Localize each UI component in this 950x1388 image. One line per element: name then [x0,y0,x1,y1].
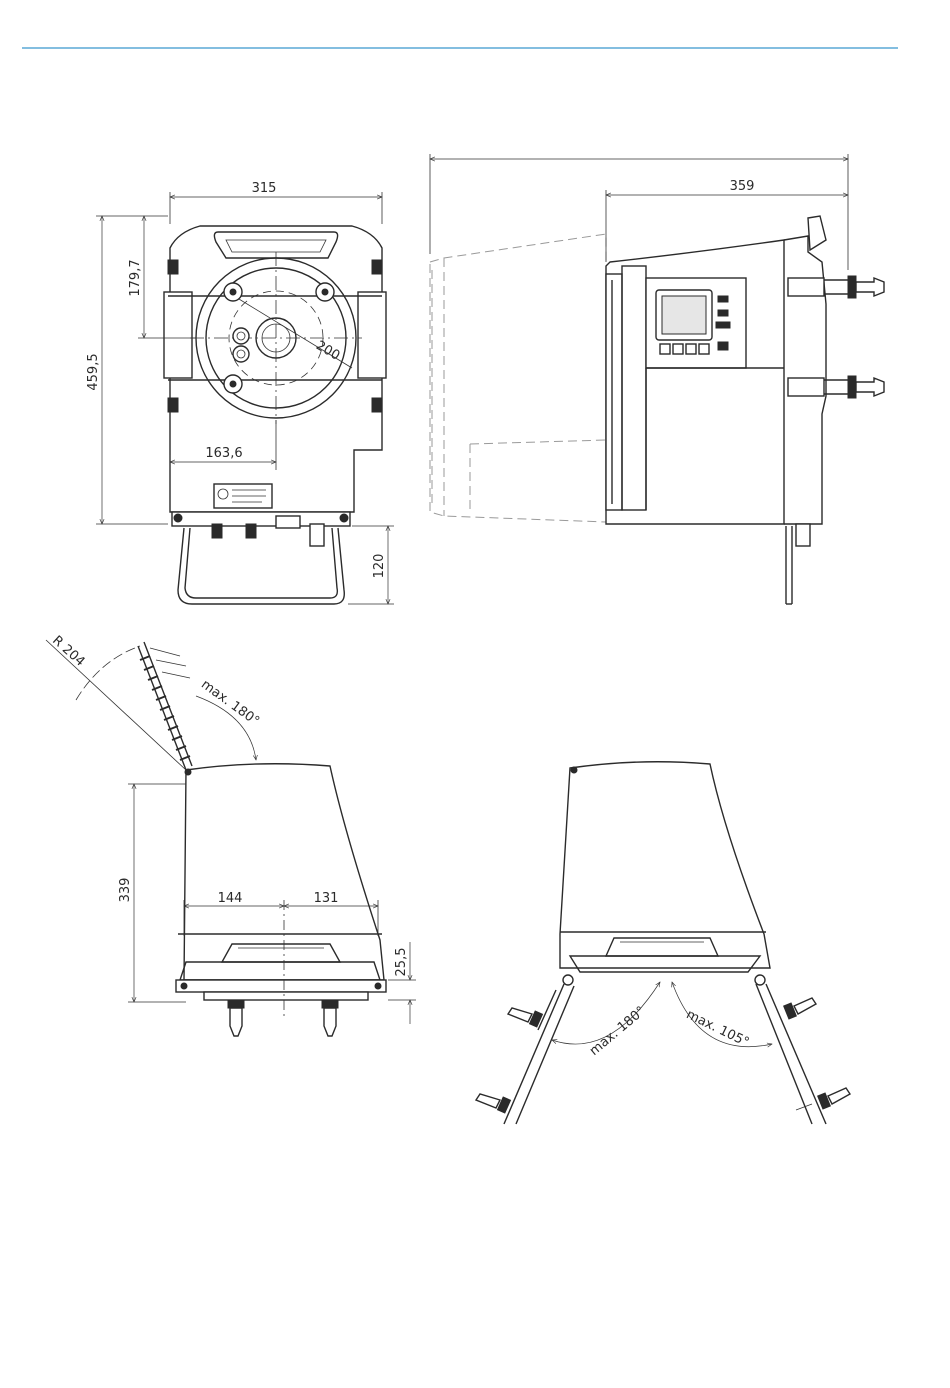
dim-lid-angle: max. 180° [198,677,262,729]
open-lid-view: R 204 max. 180° 339 144 131 25,5 [46,633,416,1036]
open-lid [138,642,192,775]
dim-left-144: 144 [218,891,243,906]
dim-handle-120: 120 [372,554,387,579]
dim-offset-163-6: 163,6 [205,446,242,461]
dim-height-459-5: 459,5 [86,353,101,390]
dim-right-door-angle: max. 105° [684,1007,752,1050]
open-doors-view: max. 180° max. 105° [476,762,850,1124]
dim-radius-r204: R 204 [49,633,87,670]
dim-right-131: 131 [314,891,339,906]
front-view: 315 459,5 179,7 200 163,6 120 [86,181,394,604]
dim-base-25-5: 25,5 [394,948,409,977]
dim-left-door-angle: max. 180° [587,1004,649,1059]
side-view: 359 [430,154,884,604]
dim-width-315: 315 [252,181,277,196]
dim-height-339: 339 [118,878,133,903]
dim-depth-359: 359 [730,179,755,194]
dim-height-179-7: 179,7 [128,259,143,296]
